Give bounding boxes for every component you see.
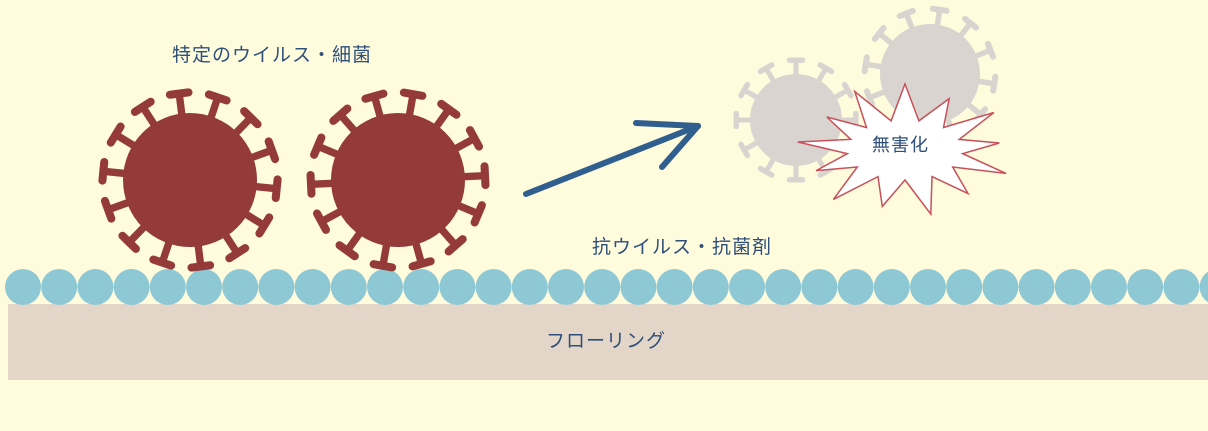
coating-bead [873, 269, 910, 305]
coating-bead [765, 269, 802, 305]
coating-bead [1018, 269, 1055, 305]
coating-bead [511, 269, 548, 305]
coating-bead [1127, 269, 1164, 305]
coating-bead [149, 269, 186, 305]
coating-bead [222, 269, 259, 305]
coating-bead [1091, 269, 1127, 305]
antiviral-coating-layer [5, 269, 1208, 305]
coating-bead [403, 269, 440, 305]
coating-bead [620, 269, 657, 305]
virus-label: 特定のウイルス・細菌 [172, 44, 373, 66]
coating-bead [692, 269, 729, 305]
virus-icon [306, 88, 490, 272]
antiviral-agent-label: 抗ウイルス・抗菌剤 [592, 236, 773, 258]
coating-bead [258, 269, 295, 305]
harmless-label: 無害化 [872, 135, 929, 156]
coating-bead [294, 269, 331, 305]
coating-bead [1163, 269, 1200, 305]
coating-bead [584, 269, 621, 305]
coating-bead [77, 269, 114, 305]
coating-bead [656, 269, 693, 305]
coating-bead [801, 269, 838, 305]
harmless-burst-icon [797, 81, 1007, 217]
coating-bead [910, 269, 946, 305]
coating-bead [5, 269, 41, 305]
coating-bead [186, 269, 222, 305]
active-viruses [98, 88, 490, 272]
flooring-label: フローリング [546, 330, 667, 352]
coating-bead [475, 269, 512, 305]
coating-bead [113, 269, 150, 305]
coating-bead [1054, 269, 1091, 305]
flooring-layer [8, 304, 1208, 380]
coating-bead [41, 269, 78, 305]
coating-bead [367, 269, 403, 305]
coating-bead [548, 269, 584, 305]
coating-bead [946, 269, 983, 305]
arrow-icon [523, 120, 701, 197]
coating-bead [729, 269, 765, 305]
coating-bead [1199, 271, 1208, 303]
coating-bead [982, 269, 1019, 305]
virus-icon [98, 88, 282, 272]
coating-bead [837, 269, 874, 305]
coating-bead [439, 269, 476, 305]
coating-bead [330, 269, 367, 305]
